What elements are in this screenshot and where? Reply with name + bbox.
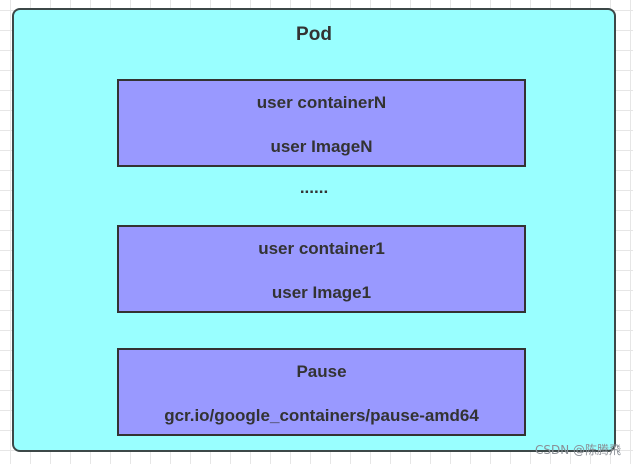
- pod-title: Pod: [296, 24, 332, 45]
- container-box-n: user containerN user ImageN: [117, 79, 526, 167]
- pod-box: Pod user containerN user ImageN ...... u…: [12, 8, 616, 452]
- container-image: user Image1: [271, 283, 372, 302]
- container-box-1: user container1 user Image1: [117, 225, 526, 313]
- container-name: user containerN: [256, 93, 387, 112]
- container-name: user container1: [258, 239, 385, 258]
- ellipsis-label: ......: [299, 178, 329, 197]
- pause-name: Pause: [296, 362, 347, 381]
- container-image: user ImageN: [270, 137, 373, 156]
- watermark: CSDN @陈腾飛: [534, 443, 621, 457]
- pause-image: gcr.io/google_containers/pause-amd64: [164, 406, 479, 425]
- pause-container-box: Pause gcr.io/google_containers/pause-amd…: [117, 348, 526, 436]
